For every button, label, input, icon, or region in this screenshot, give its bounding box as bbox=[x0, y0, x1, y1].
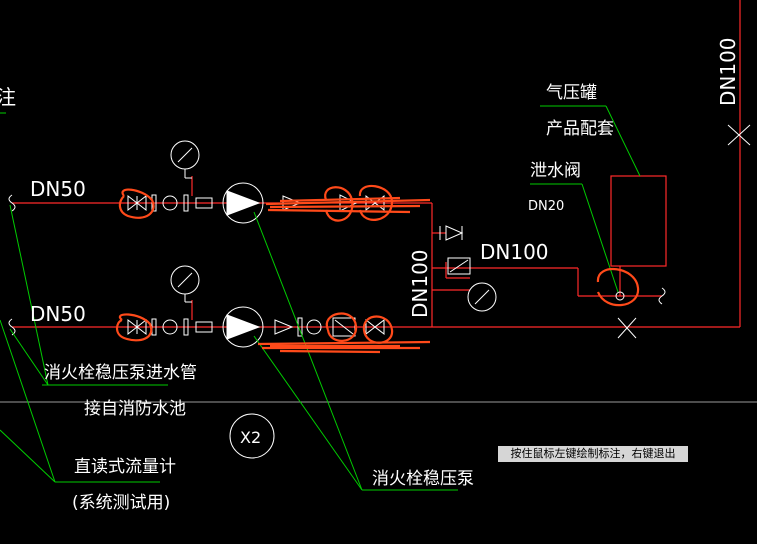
grid-bubble-label: X2 bbox=[240, 428, 261, 447]
markup-circle-3 bbox=[324, 186, 354, 222]
relief-valve-icon bbox=[445, 225, 464, 241]
dn100-vertical-label: DN100 bbox=[408, 249, 432, 318]
markup-circle-6 bbox=[362, 315, 394, 344]
flowmeter-label-1: 直读式流量计 bbox=[74, 457, 176, 477]
markup-circle-1 bbox=[118, 188, 155, 219]
filter-top bbox=[162, 195, 178, 211]
flange-bottom-3 bbox=[297, 317, 303, 337]
break-top bbox=[8, 194, 16, 212]
status-tooltip: 按住鼠标左键绘制标注，右键退出 bbox=[498, 446, 688, 462]
dn100-horizontal-label: DN100 bbox=[480, 240, 549, 264]
pump-label: 消火栓稳压泵 bbox=[372, 469, 474, 489]
pump-top-arrow bbox=[226, 190, 261, 216]
leader-drain bbox=[581, 183, 619, 293]
check-valve-bottom-diag bbox=[334, 319, 354, 335]
flange-top-2 bbox=[183, 194, 189, 212]
gauge-needle-bottom bbox=[177, 272, 193, 288]
edge-label: 注 bbox=[0, 85, 16, 109]
pump-bottom-arrow bbox=[226, 314, 261, 340]
tank-label-2: 产品配套 bbox=[546, 119, 614, 139]
inlet-label-1: 消火栓稳压泵进水管 bbox=[44, 363, 197, 383]
pump-bottom-icon bbox=[222, 306, 264, 348]
x-mark-bottom-b bbox=[617, 317, 637, 339]
leader-inlet-2 bbox=[9, 328, 49, 386]
safety-valve-box bbox=[447, 257, 471, 275]
flowmeter-label-2: (系统测试用) bbox=[72, 493, 170, 513]
gauge-needle-riser bbox=[474, 289, 490, 305]
leader-tank bbox=[605, 105, 641, 177]
leaders bbox=[0, 105, 641, 491]
tank-label-1: 气压罐 bbox=[546, 83, 597, 103]
markup-circle-5 bbox=[325, 312, 358, 342]
filter-bottom-2 bbox=[306, 319, 322, 335]
dn50-top-label: DN50 bbox=[30, 177, 86, 201]
break-tank bbox=[658, 287, 666, 305]
markup-strike-top bbox=[265, 196, 431, 214]
inlet-label-2: 接自消防水池 bbox=[84, 399, 186, 419]
leader-pump-2 bbox=[253, 335, 363, 491]
pipe-break-symbols bbox=[8, 194, 666, 336]
dn50-bottom-label: DN50 bbox=[30, 302, 86, 326]
x-mark-right-b bbox=[727, 124, 751, 146]
drain-valve-icon bbox=[615, 291, 625, 301]
flange-bottom-2 bbox=[183, 318, 189, 336]
leader-flow-2 bbox=[0, 429, 56, 483]
pressure-tank bbox=[610, 175, 667, 267]
flange-top bbox=[151, 194, 157, 212]
break-bottom bbox=[8, 318, 16, 336]
grid-bubble bbox=[229, 413, 275, 459]
markup-circle-7 bbox=[596, 268, 640, 307]
pump-top-icon bbox=[222, 182, 264, 224]
user-markup bbox=[115, 184, 640, 354]
drain-valve-label: 泄水阀 bbox=[530, 161, 581, 181]
gauge-needle-top bbox=[177, 147, 193, 163]
filter-bottom bbox=[162, 319, 178, 335]
reducer-bottom bbox=[195, 321, 213, 333]
safety-valve-diag bbox=[449, 259, 469, 273]
leader-inlet-1 bbox=[9, 204, 49, 386]
leader-flow-1 bbox=[0, 319, 56, 483]
gate-valve-bottom-2 bbox=[365, 318, 385, 336]
markup-strike-bottom bbox=[257, 340, 431, 354]
reducer-top bbox=[195, 197, 213, 209]
pipes bbox=[12, 0, 741, 328]
markup-circle-2 bbox=[115, 313, 153, 342]
pressure-gauge-riser-icon bbox=[467, 282, 497, 312]
check-valve-bottom bbox=[274, 319, 294, 335]
dn100-right-label: DN100 bbox=[716, 37, 740, 106]
dn20-label: DN20 bbox=[528, 199, 564, 214]
